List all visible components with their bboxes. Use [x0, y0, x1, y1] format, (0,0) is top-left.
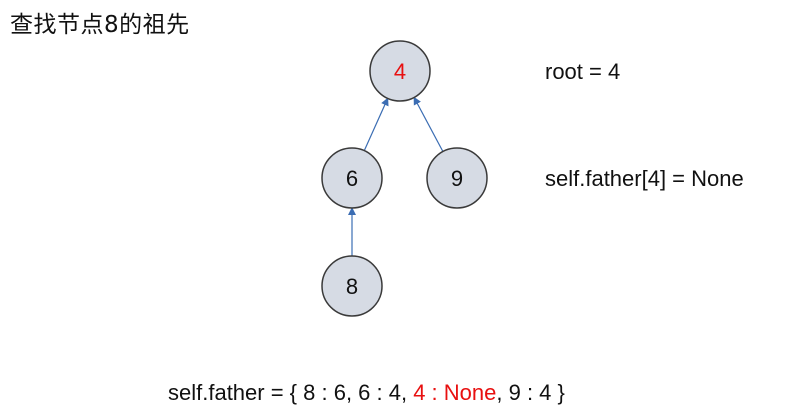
node-circle — [369, 40, 431, 102]
dict-highlight-entry: 4 : None — [413, 380, 497, 405]
node-label: 6 — [346, 166, 358, 191]
tree-node-4: 4 — [369, 40, 431, 102]
edge-6-to-4 — [363, 97, 389, 151]
tree-node-8: 8 — [321, 255, 383, 317]
edge-9-to-4 — [413, 96, 444, 152]
dict-suffix: , 9 : 4 } — [496, 380, 565, 405]
page-title: 查找节点8的祖先 — [10, 12, 190, 38]
root-annotation: root = 4 — [545, 59, 621, 84]
tree-node-9: 9 — [426, 147, 488, 209]
node-circle — [321, 147, 383, 209]
tree-node-6: 6 — [321, 147, 383, 209]
father-dict-line: self.father = { 8 : 6, 6 : 4, 4 : None, … — [168, 380, 565, 406]
node-label: 4 — [394, 59, 406, 84]
node-label: 8 — [346, 274, 358, 299]
node-circle — [321, 255, 383, 317]
father-of-root-annotation: self.father[4] = None — [545, 166, 744, 191]
node-circle — [426, 147, 488, 209]
node-label: 9 — [451, 166, 463, 191]
dict-prefix: self.father = { 8 : 6, 6 : 4, — [168, 380, 414, 405]
